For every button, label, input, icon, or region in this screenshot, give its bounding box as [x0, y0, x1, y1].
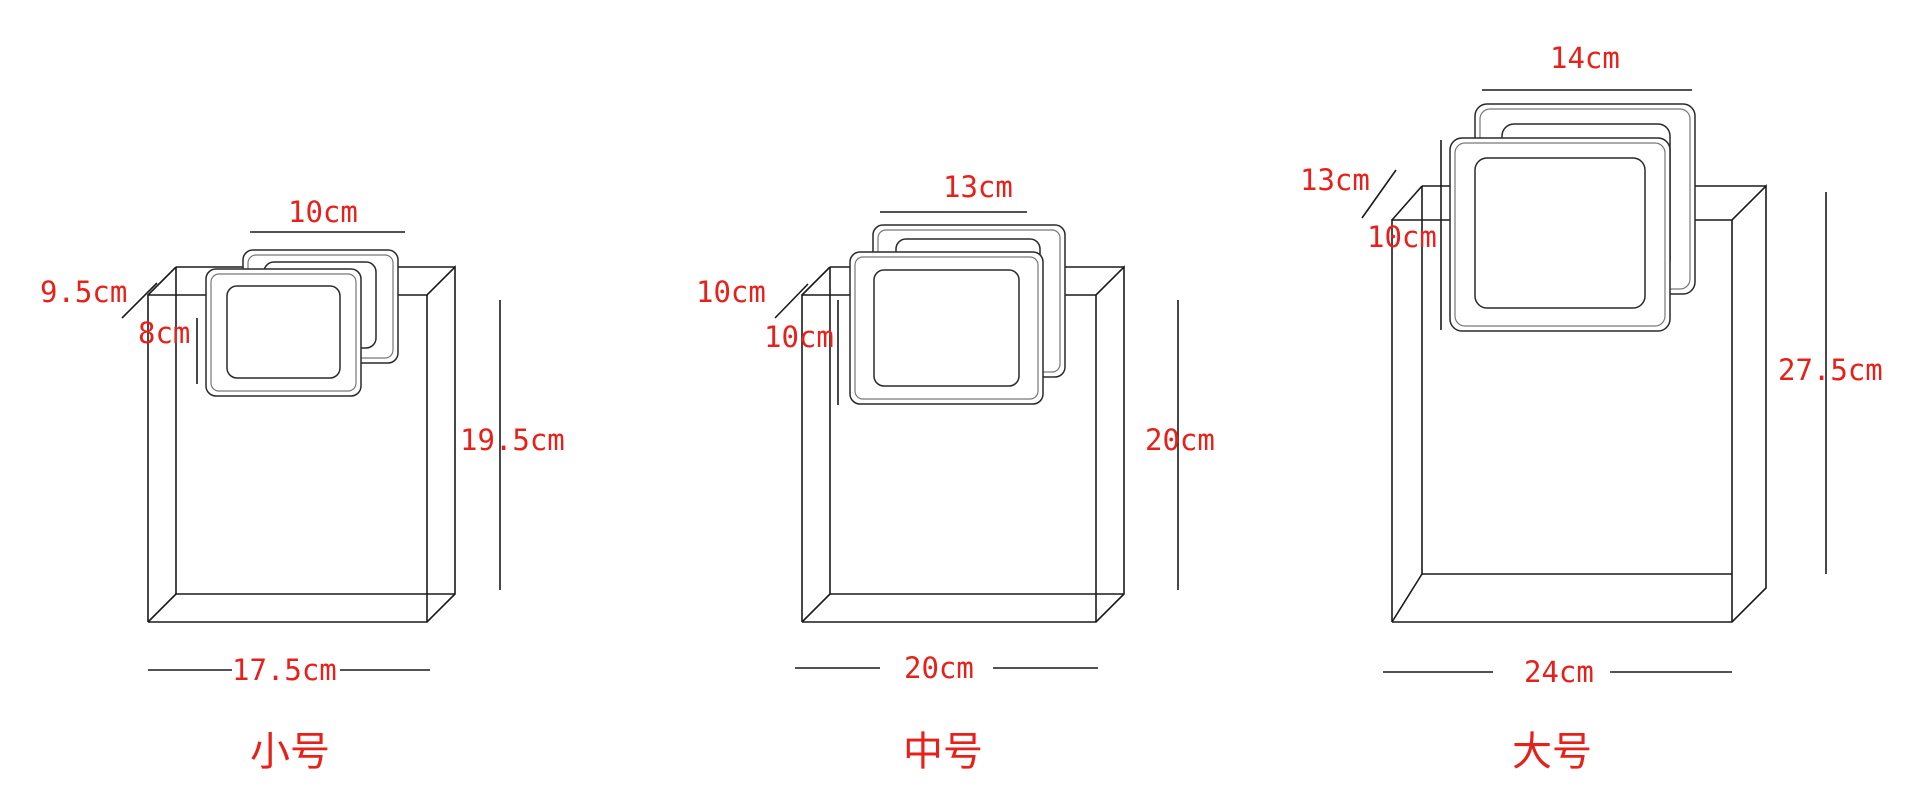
bag-small-body — [147, 265, 456, 623]
bag-large-width: 24cm — [1524, 655, 1594, 689]
bag-large-handle-depth: 13cm — [1300, 163, 1370, 197]
bag-medium-size-name: 中号 — [903, 729, 983, 775]
bag-large: 14cm 13cm 10cm 27.5cm 24cm 大号 — [1300, 41, 1883, 775]
bag-medium-width: 20cm — [904, 651, 974, 685]
bag-small-width: 17.5cm — [232, 653, 337, 687]
bag-large-handle-width: 14cm — [1550, 41, 1620, 75]
bag-medium-dimension-lines — [774, 211, 1179, 669]
bag-small-dimension-lines — [121, 231, 501, 671]
bag-small-handle-width: 10cm — [288, 195, 358, 229]
bag-medium-height: 20cm — [1145, 423, 1215, 457]
bag-small-handles — [205, 249, 399, 397]
bag-small: 10cm 9.5cm 8cm 19.5cm 17.5cm 小号 — [40, 195, 565, 775]
bag-large-handles — [1449, 103, 1696, 332]
bag-medium-handles — [849, 224, 1066, 405]
bag-small-handle-height: 8cm — [138, 316, 190, 350]
bag-medium-handle-width: 13cm — [943, 170, 1013, 204]
bag-large-dimension-lines — [1361, 89, 1827, 673]
bag-small-size-name: 小号 — [250, 729, 330, 775]
bag-small-height: 19.5cm — [460, 423, 565, 457]
bag-medium-handle-depth: 10cm — [696, 275, 766, 309]
bag-small-handle-depth: 9.5cm — [40, 275, 127, 309]
bag-large-handle-height: 10cm — [1367, 220, 1437, 254]
bag-medium: 13cm 10cm 10cm 20cm 20cm 中号 — [696, 170, 1215, 775]
bag-medium-handle-height: 10cm — [764, 320, 834, 354]
bag-large-height: 27.5cm — [1778, 353, 1883, 387]
bag-large-size-name: 大号 — [1512, 729, 1592, 775]
